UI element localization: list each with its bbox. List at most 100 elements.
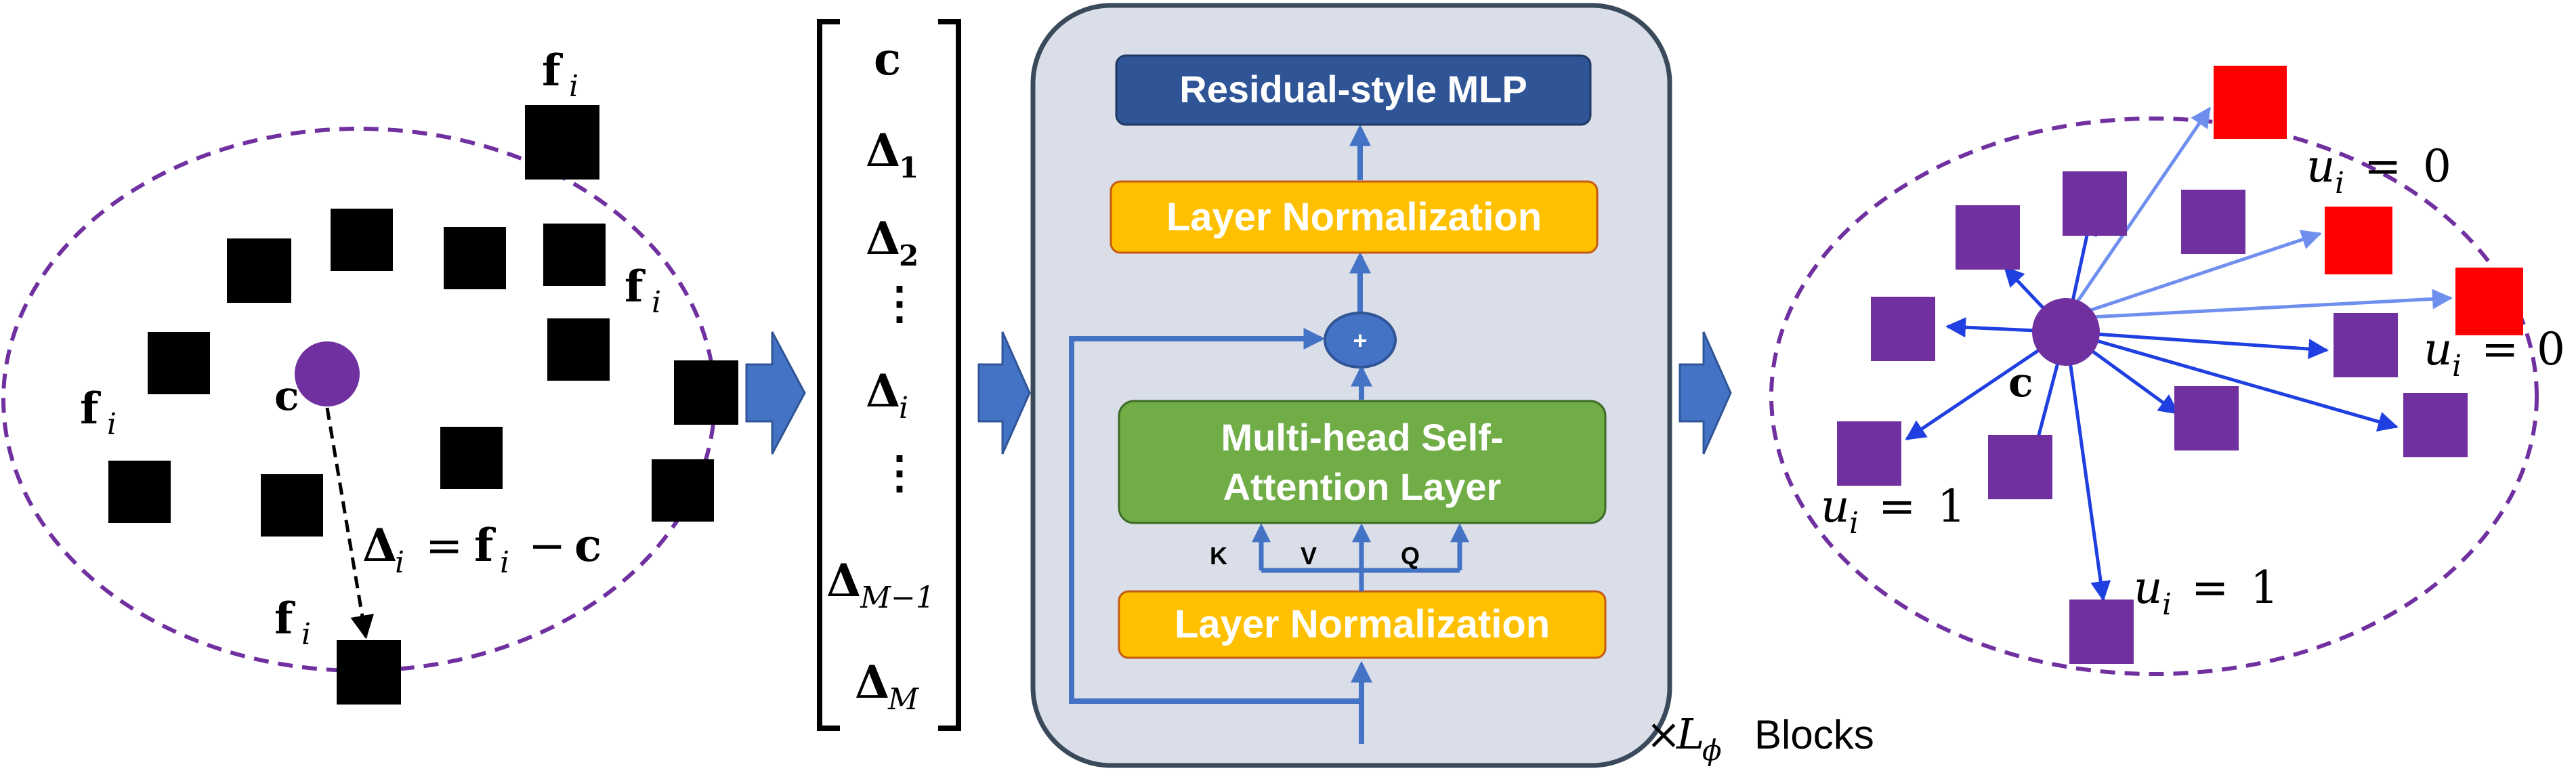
add-node — [1324, 312, 1397, 369]
sequence-item: ⋮ — [877, 276, 922, 329]
feature-symbol: f — [474, 519, 496, 572]
feature-label: f i — [625, 261, 661, 320]
score-value: 1 — [1937, 480, 1966, 532]
v-label: V — [1301, 542, 1317, 570]
score-label-inlier: u i = 1 — [1821, 480, 1966, 541]
repeat-word: Blocks — [1754, 712, 1874, 757]
attention-label-line2: Attention Layer — [1223, 465, 1502, 508]
sequence-item: c — [874, 33, 901, 85]
feature-square — [337, 640, 401, 705]
center-label: c — [274, 373, 299, 420]
score-symbol: u — [2424, 323, 2453, 375]
minus-sign: − — [528, 520, 566, 572]
outlier-arrow — [2065, 230, 2322, 320]
left-bracket — [817, 19, 840, 731]
score-label-inlier: u i = 1 — [2134, 562, 2279, 622]
feature-square — [652, 459, 714, 522]
center-symbol: c — [574, 519, 601, 572]
repeat-label: × L ϕ Blocks — [1646, 709, 1874, 767]
transformer-block: Layer Normalization K V Q Multi-head Sel… — [1030, 3, 1874, 768]
outlier-square — [2325, 207, 2392, 274]
score-subscript: i — [2162, 587, 2172, 622]
right-bracket — [938, 19, 961, 731]
right-panel: c u i = 0 u i = 0 u i = 1 u i = 1 — [1769, 66, 2565, 676]
sequence-subscript: 2 — [899, 239, 919, 272]
layer-norm-bottom-label: Layer Normalization — [1175, 602, 1550, 646]
repeat-times-sign: × — [1646, 709, 1681, 759]
inlier-arrow — [2065, 330, 2399, 432]
delta-arrow — [325, 407, 375, 639]
outlier-square — [2455, 268, 2523, 335]
feature-square — [227, 238, 291, 303]
feature-square — [547, 318, 610, 381]
sequence-item: Δ — [826, 554, 861, 607]
flow-arrow-2 — [977, 331, 1031, 455]
feature-subscript: i — [652, 285, 661, 320]
equals-sign: = — [425, 520, 463, 572]
inlier-arrow — [2065, 330, 2329, 360]
outlier-arrow — [2064, 106, 2212, 320]
inlier-square — [2063, 171, 2127, 236]
feature-square — [148, 332, 210, 394]
feature-square — [108, 461, 171, 523]
layer-norm-top — [1110, 180, 1599, 254]
sequence-subscript: M−1 — [860, 581, 935, 615]
feature-symbol: f — [542, 45, 563, 96]
feature-symbol: f — [625, 261, 646, 312]
mlp-box — [1115, 54, 1592, 126]
sequence-item: Δ — [855, 656, 889, 709]
sequence-subscript: i — [899, 391, 908, 425]
score-value: 1 — [2250, 562, 2279, 614]
sequence-subscript: 1 — [899, 151, 919, 184]
sequence-item: Δ — [866, 124, 900, 177]
feature-label: f i — [542, 45, 578, 104]
inlier-square — [2334, 313, 2398, 377]
score-label-outlier: u i = 0 — [2306, 140, 2451, 201]
feature-square — [525, 105, 599, 180]
score-subscript: i — [1849, 506, 1859, 541]
sequence-item: ⋮ — [877, 446, 922, 499]
kvq-connections: K V Q — [1210, 523, 1469, 591]
feature-label: f i — [274, 593, 311, 652]
feature-label: f i — [80, 383, 117, 442]
sequence-item: Δ — [866, 364, 900, 417]
score-value: 0 — [2537, 323, 2565, 375]
score-label-outlier: u i = 0 — [2424, 323, 2565, 383]
token-sequence: c Δ 1 Δ 2 ⋮ Δ i ⋮ Δ M−1 Δ M — [817, 19, 961, 731]
inlier-square — [2069, 600, 2134, 664]
add-symbol: + — [1353, 327, 1367, 354]
delta-symbol: Δ — [362, 519, 397, 572]
inlier-square — [1837, 421, 1901, 486]
score-equals: = — [2191, 562, 2229, 614]
right-cluster-ellipse — [1769, 117, 2539, 676]
feature-square — [440, 427, 503, 489]
mlp-label: Residual-style MLP — [1179, 68, 1527, 110]
feature-square — [331, 209, 393, 271]
inlier-square — [2174, 386, 2239, 450]
flow-arrow-3 — [1678, 331, 1732, 455]
k-label: K — [1210, 542, 1227, 570]
repeat-symbol: L — [1676, 709, 1704, 759]
feature-square — [261, 474, 323, 537]
feature-square — [444, 227, 506, 289]
outlier-arrow — [2065, 289, 2453, 320]
score-subscript: i — [2335, 166, 2344, 201]
center-label-right: c — [2008, 359, 2033, 406]
feature-subscript: i — [107, 407, 117, 442]
delta-subscript: i — [395, 545, 404, 580]
repeat-subscript: ϕ — [1702, 734, 1722, 767]
feature-square — [543, 224, 606, 286]
score-subscript: i — [2452, 349, 2462, 383]
score-equals: = — [1878, 480, 1916, 532]
left-panel: c f i f i f i f i Δ i = f i − c — [1, 45, 738, 705]
layer-norm-top-label: Layer Normalization — [1166, 195, 1542, 239]
feature-symbol: f — [274, 593, 295, 644]
attention-label-line1: Multi-head Self- — [1221, 416, 1504, 459]
center-point-right — [2032, 298, 2100, 366]
score-symbol: u — [2306, 140, 2336, 192]
feature-square — [674, 360, 738, 425]
inlier-square — [2403, 393, 2468, 457]
score-equals: = — [2364, 140, 2401, 192]
delta-equation: Δ i = f i − c — [362, 519, 601, 580]
